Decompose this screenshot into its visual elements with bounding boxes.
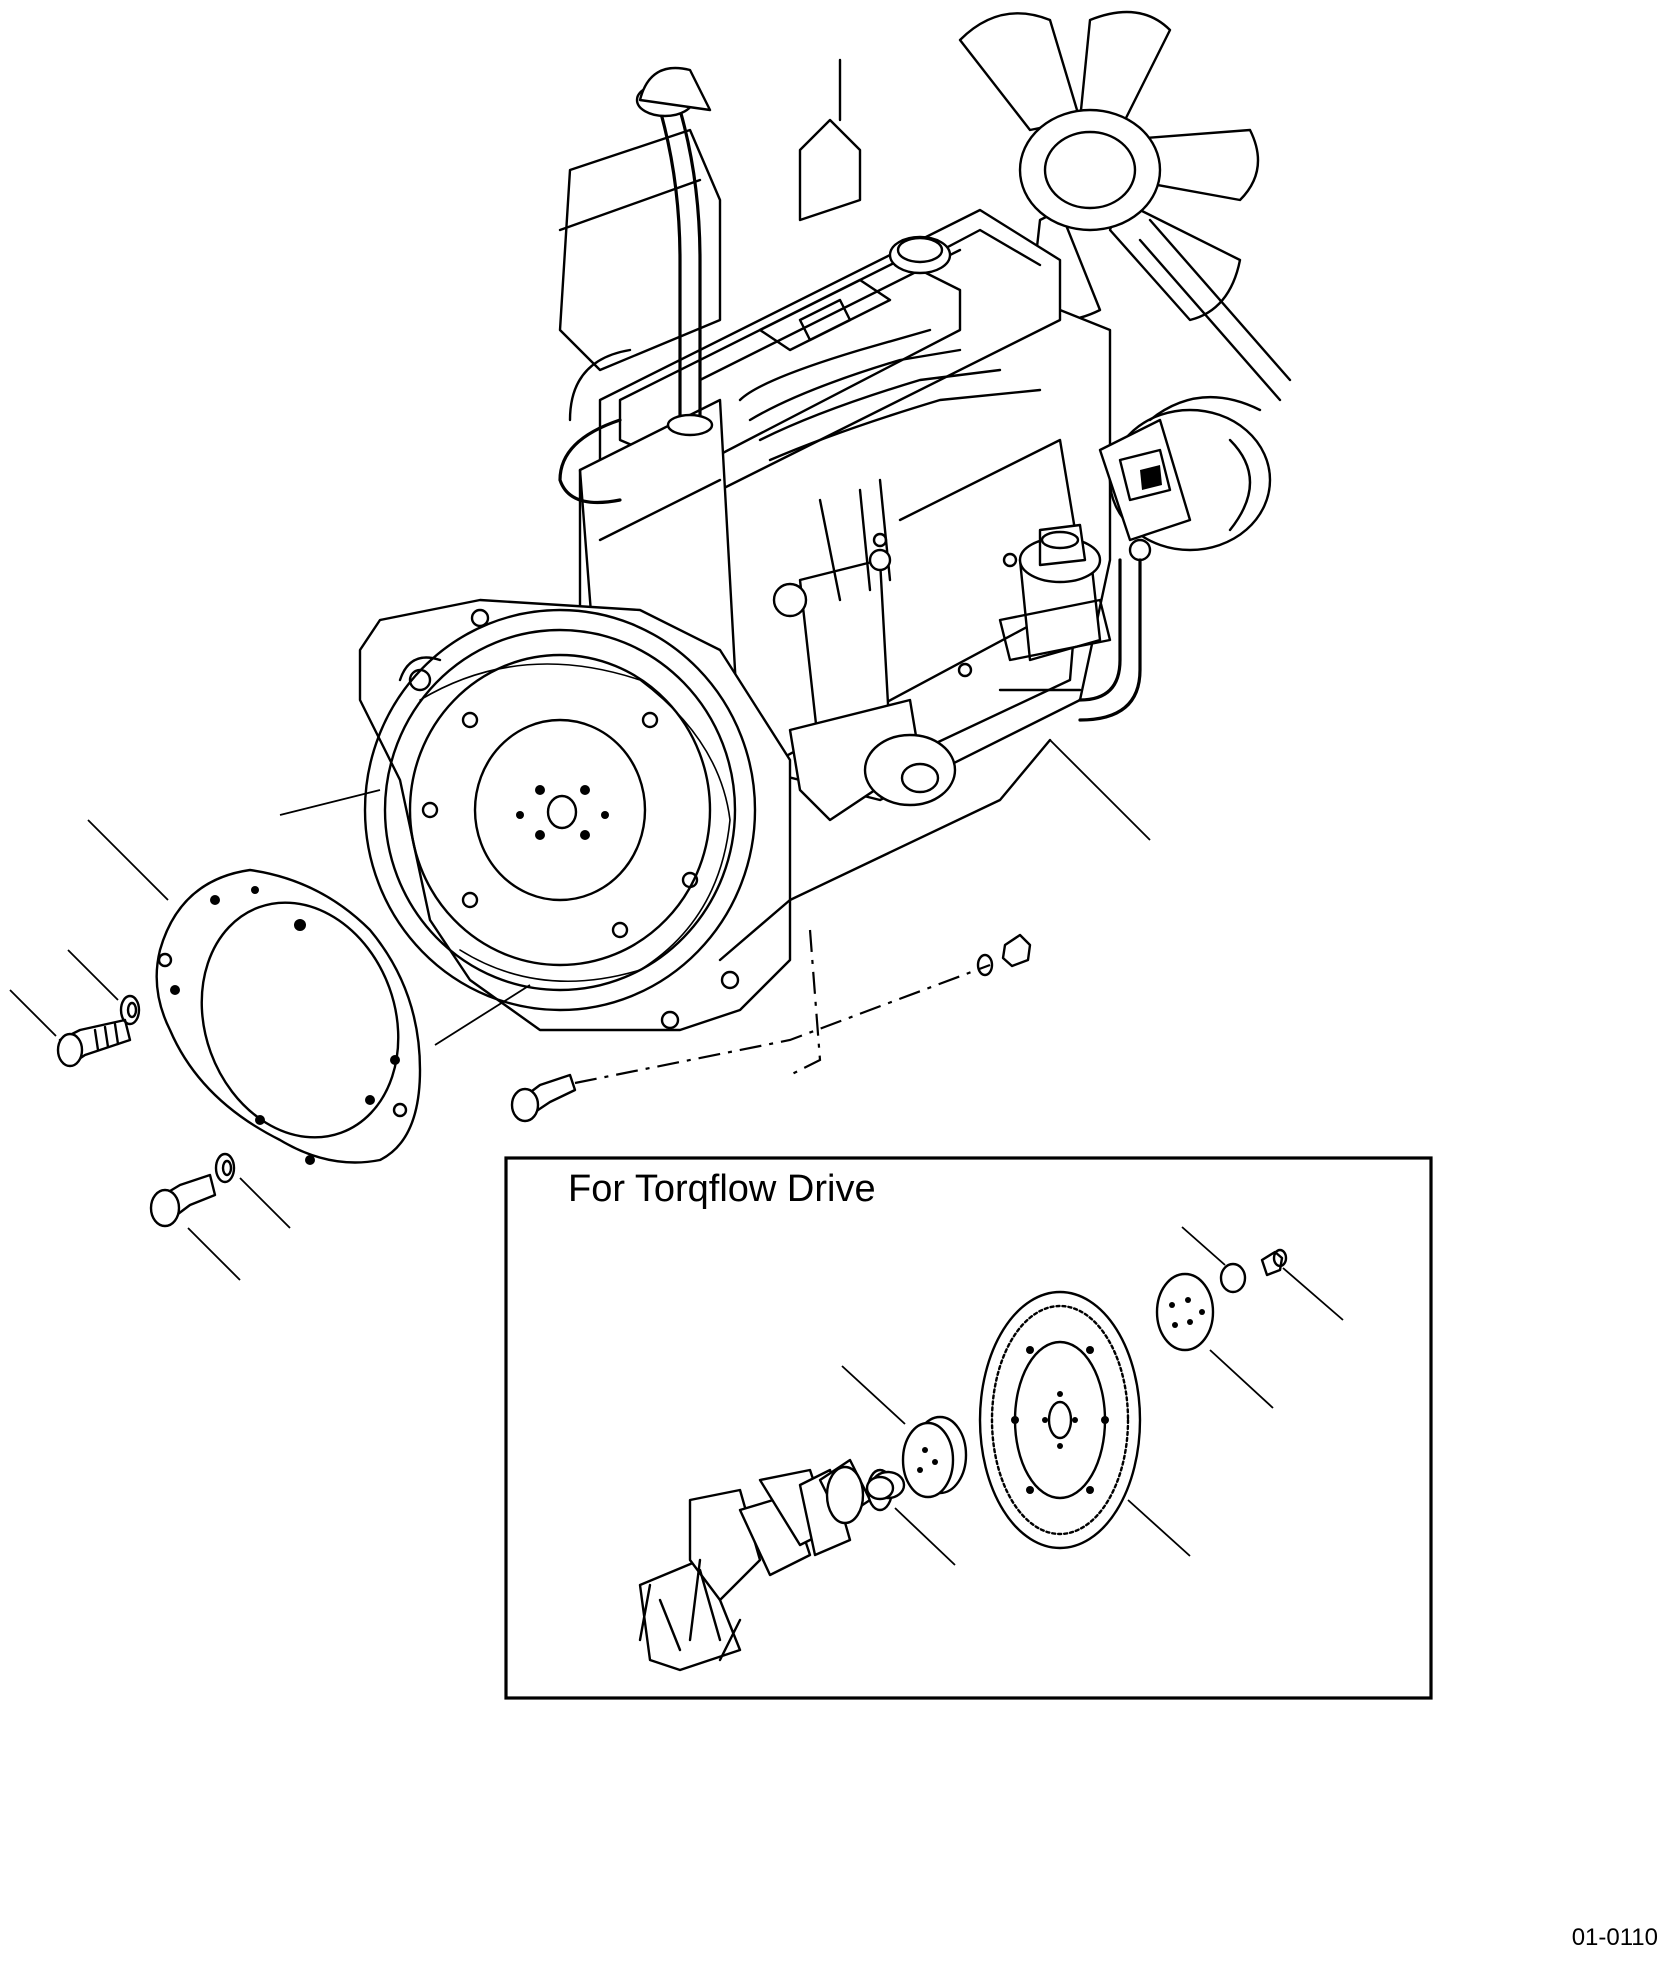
flywheel-housing-icon [358, 598, 792, 1032]
figure-code: 01-0110 [1571, 1924, 1658, 1951]
flywheel-hub-icon [901, 1415, 968, 1499]
leader-line [187, 1227, 241, 1281]
washer-icon [119, 994, 141, 1026]
washer-icon [1219, 1262, 1247, 1294]
bushing-icon [865, 1470, 906, 1501]
drive-plate-icon [155, 868, 422, 1165]
fuel-filter-icon [998, 523, 1112, 662]
engine-assembly-icon [358, 10, 1292, 1032]
bolt-icon [1260, 1248, 1288, 1277]
crankshaft-icon [638, 1458, 894, 1672]
leader-line [1127, 1499, 1191, 1557]
drive-plate-icon [1155, 1272, 1215, 1352]
inset-title: For Torqflow Drive [568, 1168, 876, 1210]
bolt-icon [510, 1073, 577, 1123]
inset-frame [504, 1156, 1433, 1700]
leader-line [87, 819, 169, 901]
leader-line [67, 949, 119, 1001]
washer-icon [214, 1152, 236, 1184]
alternator-icon [1098, 395, 1272, 562]
leader-line [1049, 739, 1151, 841]
leader-line [1181, 1226, 1226, 1266]
bolt-icon [149, 1173, 217, 1228]
leader-line [841, 1365, 906, 1425]
bolt-icon [56, 1018, 132, 1068]
leader-line [894, 1507, 956, 1566]
leader-line [1282, 1267, 1344, 1321]
nut-icon [976, 933, 1032, 977]
leader-line [239, 1177, 291, 1229]
leader-line [1209, 1349, 1274, 1409]
flywheel-icon [978, 1290, 1142, 1550]
leader-line [9, 989, 57, 1037]
